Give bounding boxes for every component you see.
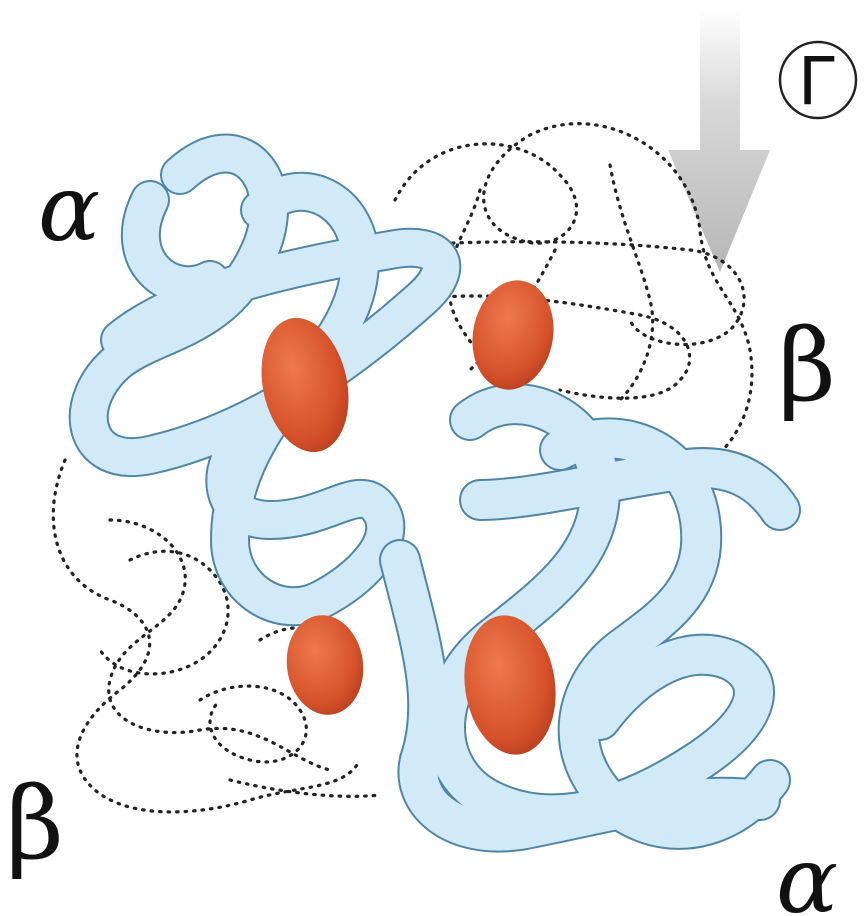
- label-beta-right: β: [778, 307, 836, 424]
- label-gamma: Г: [798, 43, 838, 120]
- heme-group-icon: [464, 274, 562, 396]
- arrow-down-icon: [668, 10, 770, 272]
- label-alpha-bottom: α: [776, 827, 838, 916]
- label-beta-left: β: [6, 765, 64, 882]
- label-alpha-top: α: [38, 155, 100, 262]
- gamma-badge: Г: [780, 42, 856, 120]
- alpha-chain-bottom-right: [400, 404, 780, 831]
